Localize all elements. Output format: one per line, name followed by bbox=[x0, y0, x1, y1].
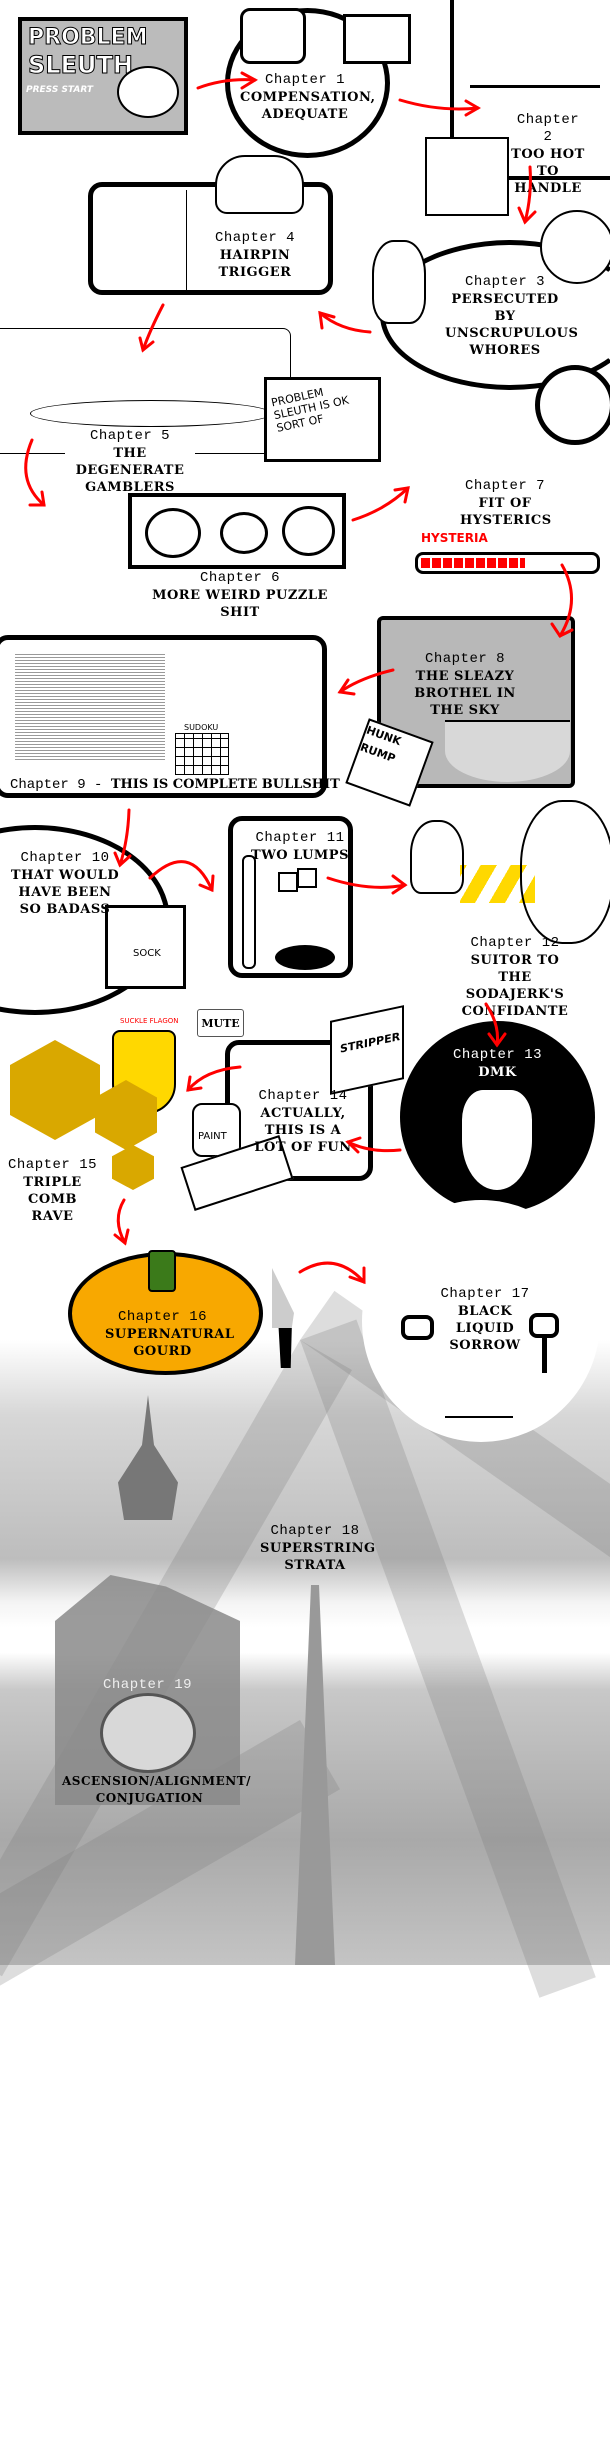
keyhole-stem bbox=[542, 1338, 547, 1373]
chapter-9-label: Chapter 9 - THIS IS COMPLETE BULLSHIT bbox=[10, 777, 340, 793]
monster-doodle bbox=[540, 210, 610, 284]
sock-panel: SOCK bbox=[105, 905, 186, 989]
title-line2: SLEUTH bbox=[28, 51, 134, 80]
sleuth-face bbox=[117, 66, 179, 118]
chapter-19-title: ASCENSION/ALIGNMENT/ CONJUGATION bbox=[62, 1774, 252, 1805]
hysteria-label: HYSTERIA bbox=[421, 531, 488, 545]
sleuth-fan-doodle bbox=[96, 190, 187, 290]
sign-doodle: PROBLEM SLEUTH IS OK SORT OF bbox=[264, 377, 381, 462]
stripper-label: STRIPPER bbox=[340, 1029, 401, 1056]
honeycomb-icon bbox=[112, 1145, 154, 1190]
title-line1: PROBLEM bbox=[27, 25, 148, 51]
sock-text: SOCK bbox=[133, 948, 161, 959]
stripper-can-doodle: STRIPPER bbox=[330, 1005, 404, 1095]
paint-label: PAINT bbox=[198, 1131, 227, 1142]
stitched-mouth bbox=[445, 1416, 513, 1418]
arrow-icon bbox=[318, 310, 372, 334]
pumpkin-stem bbox=[148, 1250, 176, 1292]
press-start: PRESS START bbox=[26, 85, 94, 95]
arrow-icon bbox=[113, 1198, 130, 1246]
phone-icon bbox=[240, 8, 306, 64]
suckle-flagon-label: SUCKLE FLAGON bbox=[120, 1017, 179, 1025]
bear-doodle bbox=[535, 365, 610, 445]
title-card[interactable]: PROBLEM SLEUTH PRESS START bbox=[18, 17, 188, 135]
sign-text: PROBLEM SLEUTH IS OK SORT OF bbox=[270, 385, 350, 435]
spoon-doodle bbox=[242, 855, 256, 969]
chapter-4-link[interactable] bbox=[88, 182, 333, 295]
sodajerk-face-doodle bbox=[520, 800, 610, 944]
sudoku-label: SUDOKU bbox=[184, 723, 219, 732]
oven-doodle bbox=[425, 137, 509, 216]
arrow-icon bbox=[298, 1261, 366, 1285]
face-doodle bbox=[372, 240, 426, 324]
eye-icon bbox=[401, 1315, 434, 1340]
skull-icon bbox=[220, 512, 268, 554]
sleuth-walking-doodle bbox=[410, 820, 464, 894]
mute-button[interactable]: MUTE bbox=[197, 1009, 244, 1037]
chapter-19-number: Chapter 19 bbox=[102, 1677, 192, 1693]
floating-island-doodle bbox=[445, 720, 570, 782]
title-screen-ascii bbox=[15, 652, 165, 762]
sugar-cube-icon bbox=[297, 868, 317, 888]
skull-icon bbox=[282, 506, 335, 556]
dmk-silhouette bbox=[462, 1090, 532, 1190]
magazine-title: HUNK RUMP bbox=[358, 723, 403, 766]
sugar-cube-icon bbox=[278, 872, 298, 892]
clock-face-icon bbox=[100, 1693, 196, 1773]
arrow-icon bbox=[351, 486, 410, 522]
safe-icon bbox=[343, 14, 411, 64]
flasks-doodle bbox=[215, 155, 304, 214]
gamblers-table bbox=[30, 400, 272, 427]
hysteria-meter bbox=[415, 552, 600, 574]
paint-can-doodle: PAINT bbox=[192, 1103, 241, 1157]
keyhole-eye-icon bbox=[529, 1313, 559, 1338]
hysteria-meter-fill bbox=[421, 558, 525, 568]
coffee-cup-doodle bbox=[275, 945, 335, 970]
skull-icon bbox=[145, 508, 201, 558]
sudoku-grid: SUDOKU bbox=[175, 723, 229, 775]
instruments-doodle bbox=[470, 10, 600, 88]
